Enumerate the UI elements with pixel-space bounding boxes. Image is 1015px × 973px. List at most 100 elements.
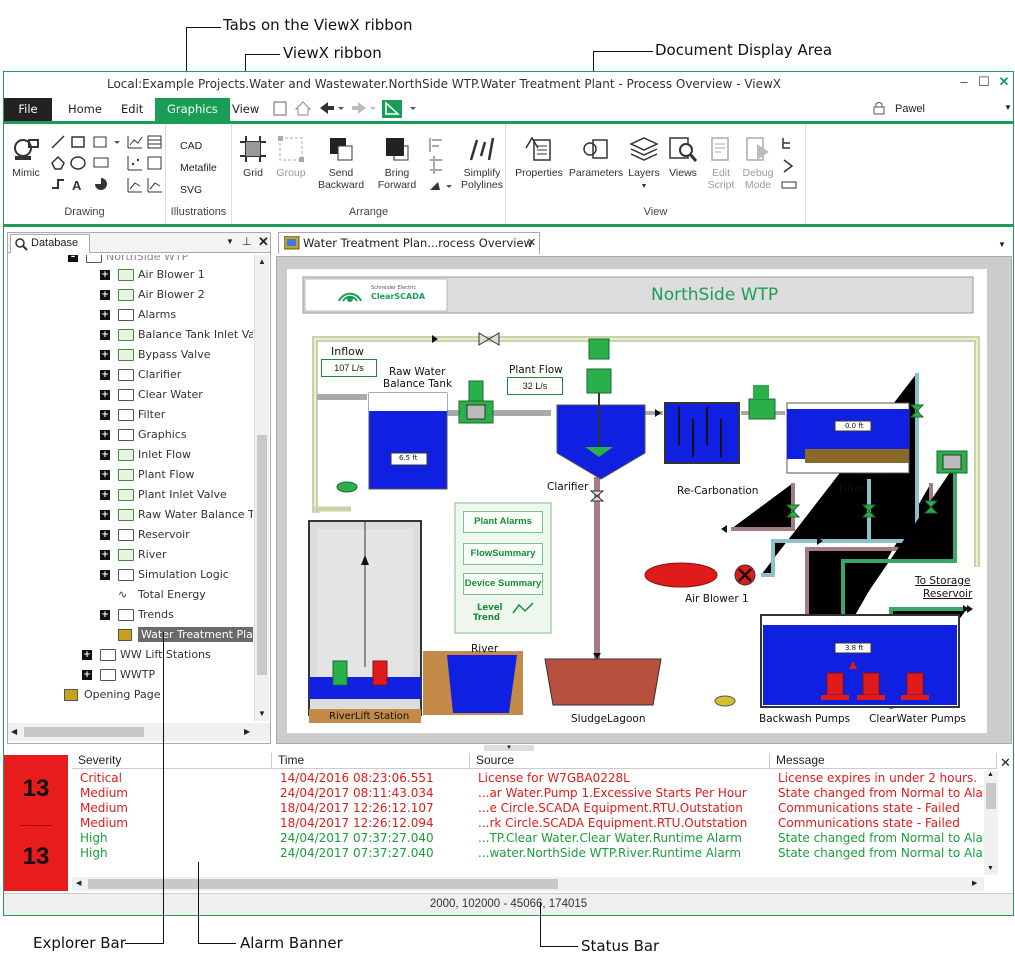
debug-mode-button[interactable]: Debug Mode — [740, 134, 776, 191]
pin-icon[interactable]: ⊥ — [242, 236, 252, 248]
expand-icon[interactable]: + — [100, 410, 110, 420]
expand-icon[interactable]: + — [100, 550, 110, 560]
cad-button[interactable]: CAD — [180, 140, 203, 152]
user-dropdown-icon[interactable]: ▼ — [1004, 103, 1012, 112]
tree-item[interactable]: +WW Lift Stations — [82, 645, 211, 665]
alarm-hscroll-thumb[interactable] — [88, 879, 558, 889]
tab-file[interactable]: File — [4, 98, 52, 121]
expand-icon[interactable]: + — [100, 610, 110, 620]
explorer-dropdown-icon[interactable]: ▼ — [226, 237, 234, 246]
drawing-tools-grid[interactable]: A — [48, 134, 164, 200]
expand-icon[interactable]: + — [100, 470, 110, 480]
align-tools[interactable] — [426, 136, 456, 196]
scroll-down-icon[interactable]: ▼ — [258, 709, 266, 718]
alarm-scroll-thumb[interactable] — [986, 783, 996, 809]
expand-icon[interactable]: + — [100, 450, 110, 460]
tree-item[interactable]: +Trends — [100, 605, 174, 625]
expand-icon[interactable]: + — [100, 510, 110, 520]
hscroll-thumb[interactable] — [24, 727, 144, 737]
collapse-icon[interactable]: – — [68, 255, 78, 262]
flow-summary-button[interactable]: FlowSummary — [463, 543, 543, 565]
explorer-close-icon[interactable]: ✕ — [258, 234, 269, 249]
tab-view[interactable]: View — [232, 102, 260, 116]
expand-icon[interactable]: + — [100, 530, 110, 540]
expand-icon[interactable]: + — [100, 490, 110, 500]
expand-icon[interactable]: + — [100, 370, 110, 380]
tree-item[interactable]: ∿Total Energy — [118, 585, 206, 605]
svg-button[interactable]: SVG — [180, 184, 203, 196]
tab-edit[interactable]: Edit — [121, 102, 144, 116]
document-close-icon[interactable]: ✕ — [527, 236, 537, 249]
scroll-down-icon[interactable]: ▼ — [987, 865, 994, 872]
views-button[interactable]: Views — [666, 134, 700, 179]
scroll-left-icon[interactable]: ◀ — [76, 880, 82, 887]
tree-item[interactable]: +Inlet Flow — [100, 445, 191, 465]
view-small-tools[interactable] — [780, 136, 800, 196]
document-list-dropdown-icon[interactable]: ▼ — [998, 240, 1006, 249]
tree-item[interactable]: +Reservoir — [100, 525, 190, 545]
tree-item[interactable]: +Simulation Logic — [100, 565, 229, 585]
col-severity[interactable]: Severity — [72, 753, 272, 769]
grid-button[interactable]: Grid — [236, 134, 270, 179]
user-name[interactable]: Pawel — [895, 103, 925, 115]
expand-icon[interactable]: + — [82, 670, 92, 680]
minimize-button[interactable]: – — [960, 74, 968, 89]
tree-item[interactable]: +Graphics — [100, 425, 187, 445]
metafile-button[interactable]: Metafile — [180, 162, 217, 174]
tab-graphics[interactable]: Graphics — [155, 98, 230, 121]
col-source[interactable]: Source — [470, 753, 770, 769]
tree-item-root[interactable]: –NorthSide WTP — [68, 255, 188, 267]
tree-item[interactable]: +Plant Flow — [100, 465, 194, 485]
tree-item[interactable]: +WWTP — [82, 665, 155, 685]
tree-item[interactable]: +Filter — [100, 405, 165, 425]
scroll-right-icon[interactable]: ▶ — [244, 727, 251, 736]
scroll-up-icon[interactable]: ▲ — [258, 257, 266, 266]
tree-item[interactable]: +Air Blower 2 — [100, 285, 205, 305]
close-button[interactable]: ✕ — [998, 74, 1010, 89]
level-trend-label-1[interactable]: Level — [477, 603, 503, 613]
database-tab[interactable]: Database — [10, 234, 90, 253]
col-time[interactable]: Time — [272, 753, 470, 769]
explorer-vertical-scrollbar[interactable]: ▲ ▼ — [254, 255, 269, 721]
expand-icon[interactable]: + — [100, 430, 110, 440]
document-tab[interactable]: Water Treatment Plan...rocess Overview ✕ — [278, 232, 540, 254]
scroll-right-icon[interactable]: ▶ — [972, 880, 978, 887]
bring-forward-button[interactable]: Bring Forward — [372, 134, 422, 191]
scroll-up-icon[interactable]: ▲ — [987, 771, 994, 778]
tree-item[interactable]: +Air Blower 1 — [100, 265, 205, 285]
splitter-handle-icon[interactable]: ▼ — [484, 745, 534, 751]
tree-item[interactable]: +Bypass Valve — [100, 345, 210, 365]
expand-icon[interactable]: + — [100, 390, 110, 400]
alarm-vertical-scrollbar[interactable]: ▲ ▼ — [984, 771, 998, 875]
tree-item[interactable]: +Clarifier — [100, 365, 181, 385]
device-summary-button[interactable]: Device Summary — [463, 573, 543, 595]
tree-item[interactable]: +Balance Tank Inlet Val — [100, 325, 253, 345]
layers-button[interactable]: Layers▼ — [626, 134, 662, 193]
group-button[interactable]: Group — [274, 134, 308, 179]
expand-icon[interactable]: + — [100, 570, 110, 580]
scroll-thumb[interactable] — [257, 435, 267, 675]
scroll-left-icon[interactable]: ◀ — [11, 727, 18, 736]
alarm-horizontal-scrollbar[interactable]: ◀ ▶ — [72, 877, 984, 891]
alarm-count-badge[interactable]: 13 13 — [4, 755, 68, 891]
send-backward-button[interactable]: Send Backward — [314, 134, 368, 191]
edit-script-button[interactable]: Edit Script — [704, 134, 738, 191]
expand-icon[interactable]: + — [100, 310, 110, 320]
expand-icon[interactable]: + — [100, 350, 110, 360]
tree-item[interactable]: Opening Page — [64, 685, 161, 705]
maximize-button[interactable]: ☐ — [978, 74, 990, 89]
simplify-polylines-button[interactable]: Simplify Polylines — [458, 134, 506, 191]
tree-item[interactable]: +Plant Inlet Valve — [100, 485, 227, 505]
expand-icon[interactable]: + — [100, 330, 110, 340]
tree-item[interactable]: Water Treatment Plan — [118, 625, 253, 645]
tab-home[interactable]: Home — [68, 102, 102, 116]
tree-item[interactable]: +River — [100, 545, 167, 565]
tree-item[interactable]: +Clear Water — [100, 385, 203, 405]
tree-item[interactable]: +Raw Water Balance Ta — [100, 505, 253, 525]
alarm-close-icon[interactable]: ✕ — [1000, 755, 1011, 770]
